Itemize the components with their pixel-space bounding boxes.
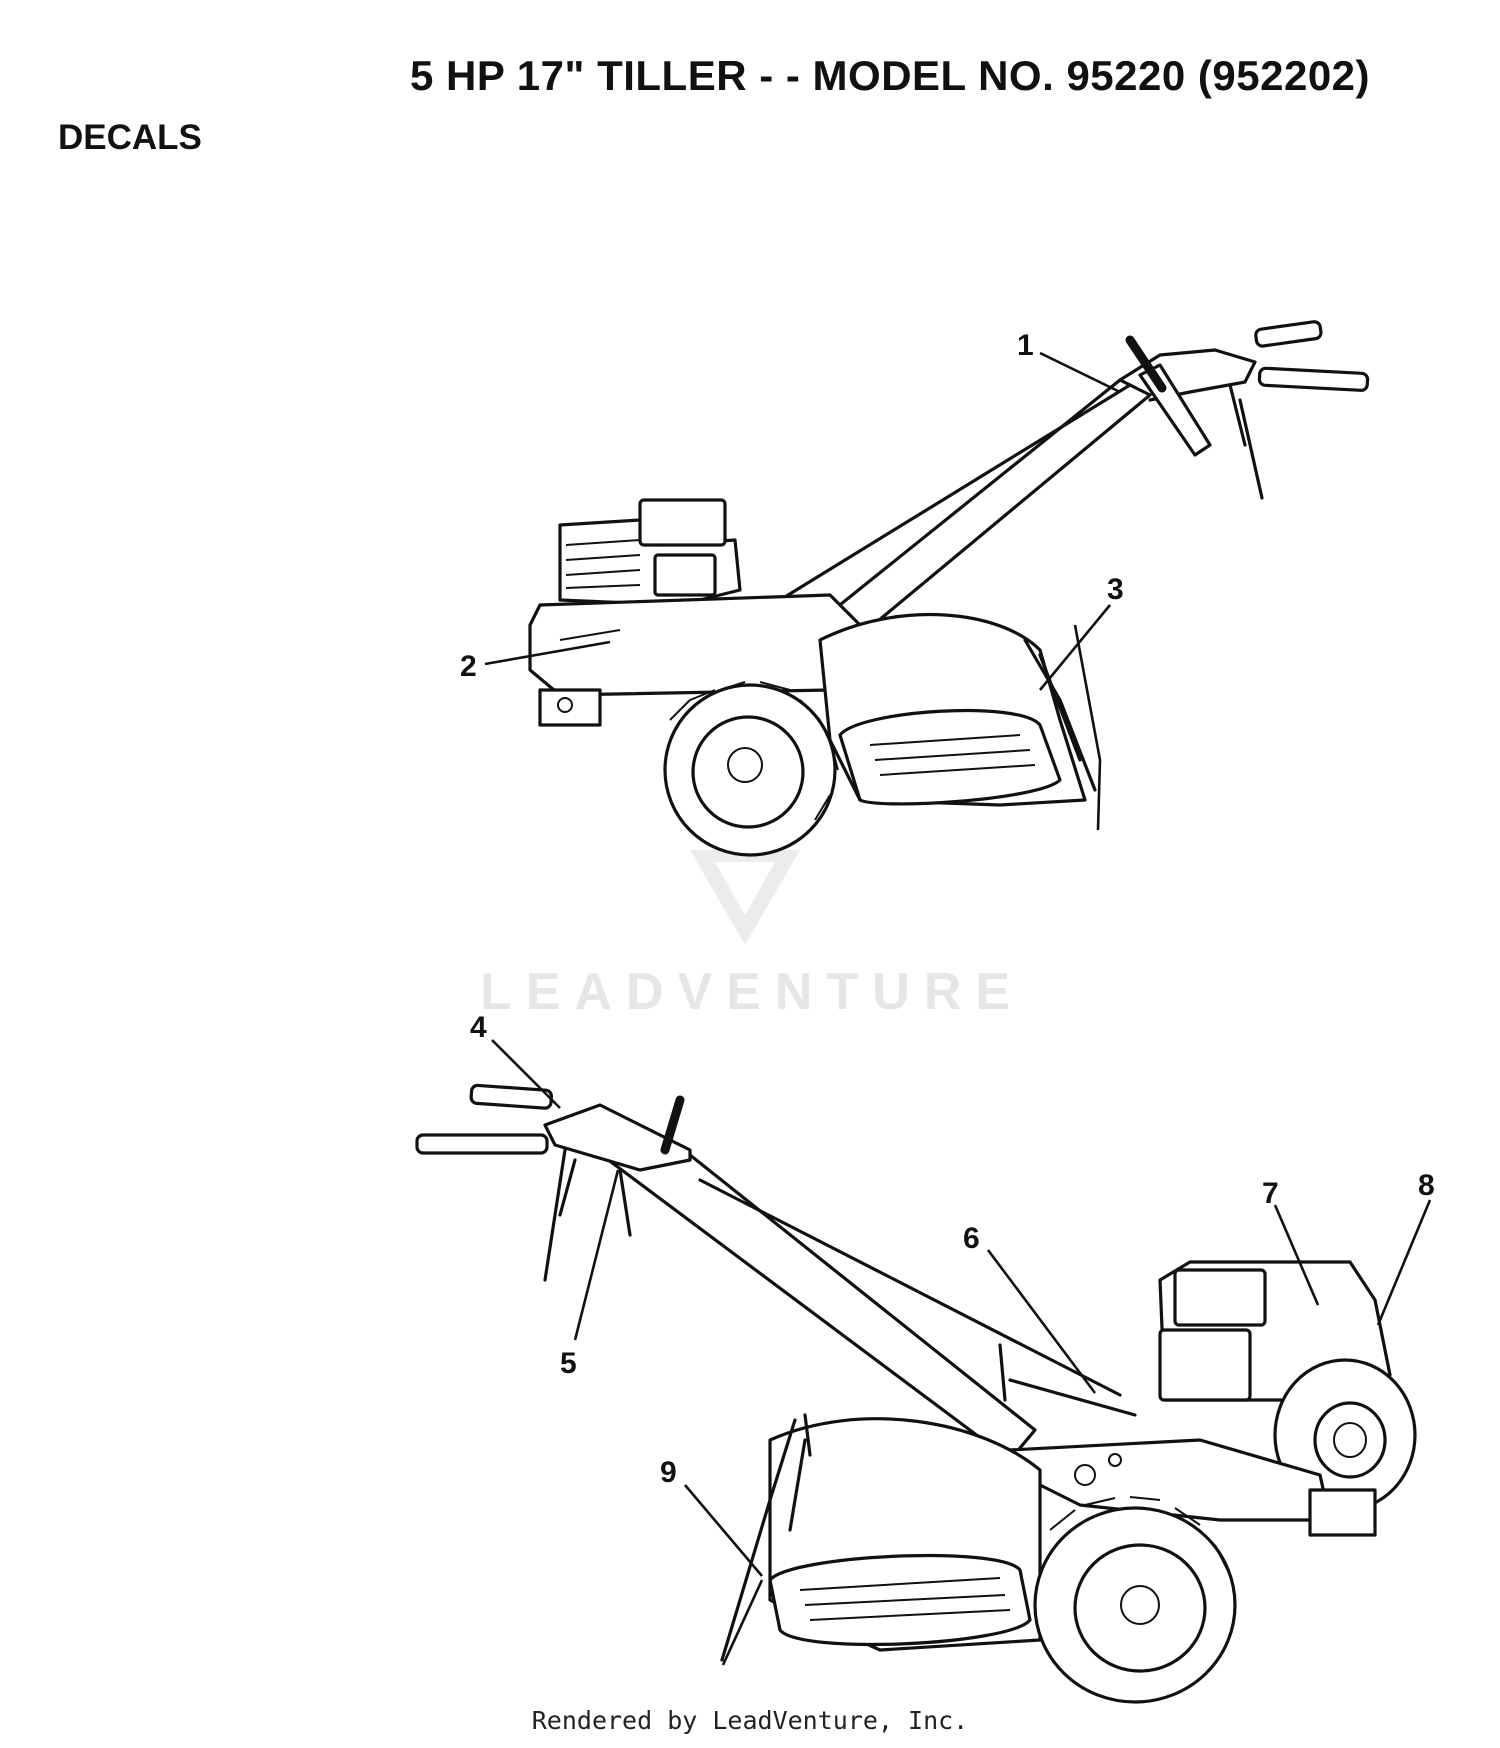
- callout-5: 5: [560, 1347, 577, 1380]
- callout-2: 2: [460, 650, 477, 683]
- callout-9: 9: [660, 1456, 677, 1489]
- callout-4: 4: [470, 1011, 487, 1044]
- top-callout-leaders: [484, 351, 1121, 831]
- watermark-text: LEADVENTURE: [480, 963, 1025, 1021]
- tiller-bottom-view: [415, 1083, 1417, 1704]
- callout-1: 1: [1017, 329, 1034, 362]
- section-heading: DECALS: [58, 118, 202, 157]
- callout-6: 6: [963, 1222, 980, 1255]
- bottom-callout-leaders: [491, 1039, 1432, 1666]
- callout-7: 7: [1262, 1177, 1279, 1210]
- callout-8: 8: [1418, 1169, 1435, 1202]
- callout-3: 3: [1107, 573, 1124, 606]
- watermark-logo-icon: [690, 850, 800, 945]
- page-title: 5 HP 17" TILLER - - MODEL NO. 95220 (952…: [410, 52, 1371, 99]
- footer-credit: Rendered by LeadVenture, Inc.: [531, 1706, 969, 1735]
- tiller-top-view: [528, 320, 1370, 857]
